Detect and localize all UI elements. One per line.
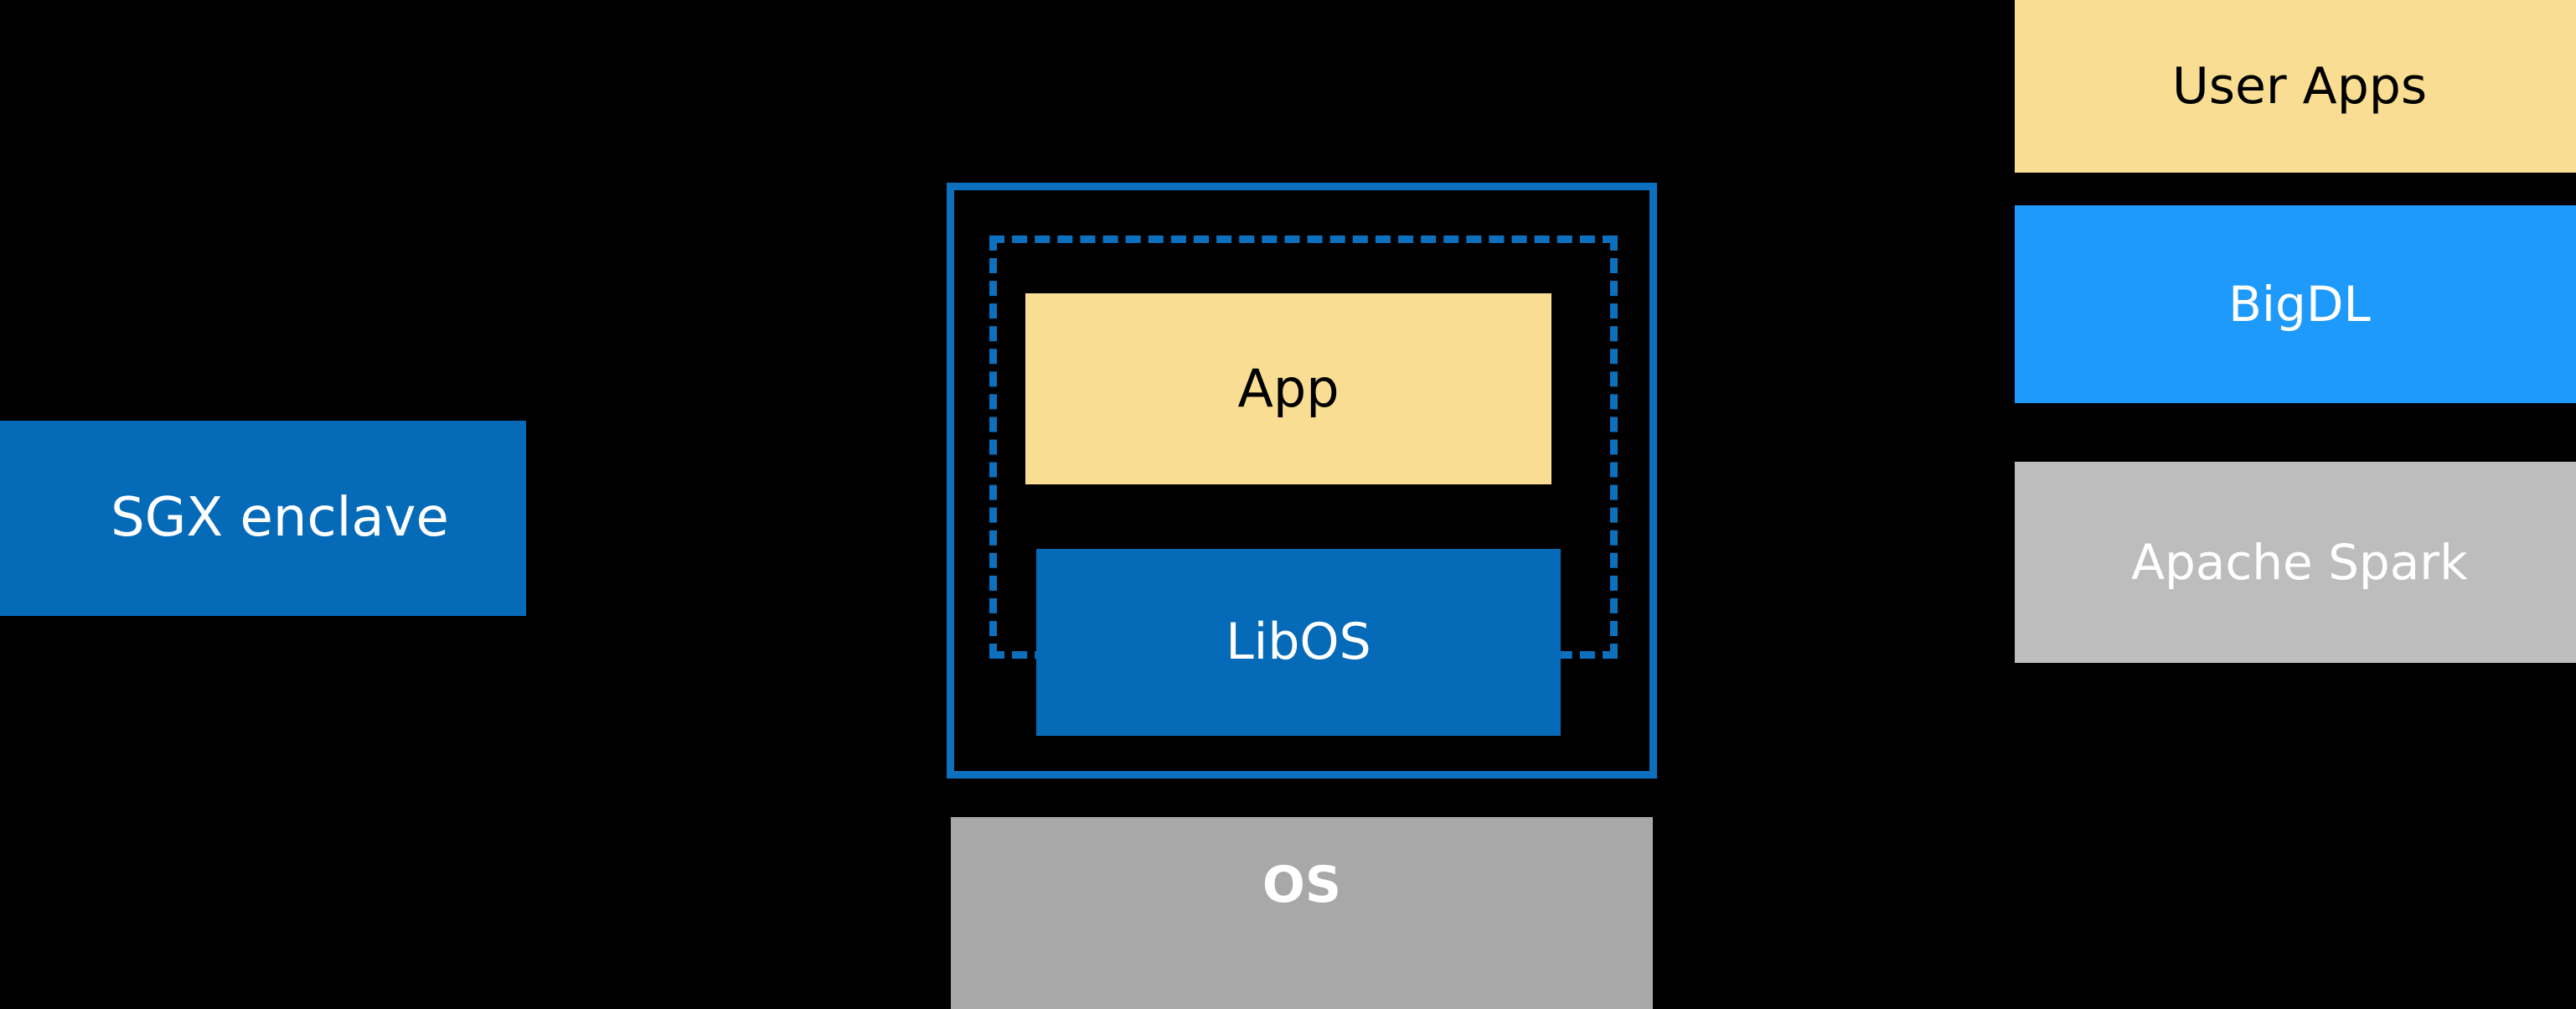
app-box[interactable]: App <box>1025 293 1551 484</box>
bigdl-box[interactable]: BigDL <box>2015 205 2576 403</box>
apache-spark-box[interactable]: Apache Spark <box>2015 462 2576 663</box>
sgx-enclave-box[interactable]: SGX enclave <box>0 421 526 616</box>
connector-sgx-to-enclave <box>525 478 947 519</box>
libos-box[interactable]: LibOS <box>1036 549 1561 736</box>
os-box[interactable]: OS <box>951 817 1653 1009</box>
arrowhead-sgx <box>526 506 550 528</box>
user-apps-box[interactable]: User Apps <box>2015 0 2576 173</box>
sgx-enclave-container-outline <box>947 183 1657 779</box>
